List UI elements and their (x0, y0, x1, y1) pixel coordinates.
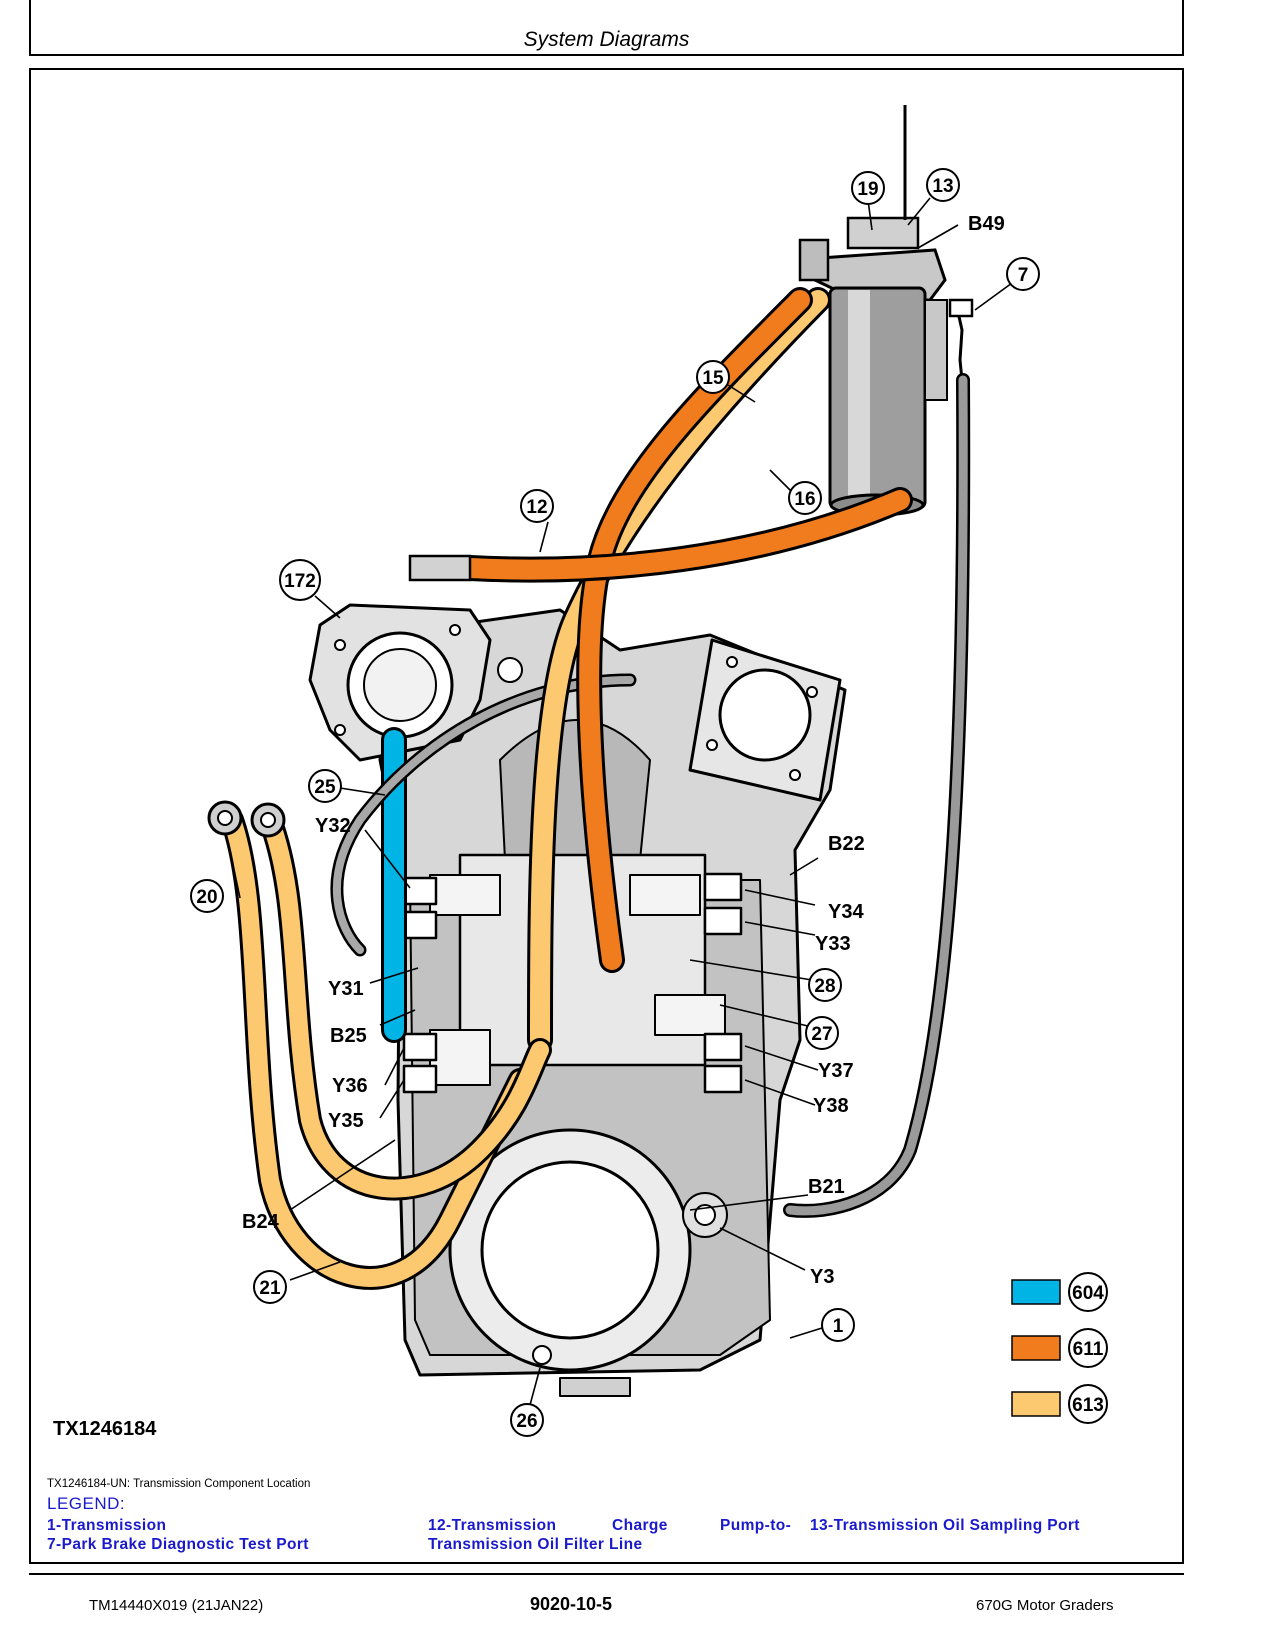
label-y33: Y33 (815, 933, 851, 955)
callout-20: 20 (190, 879, 224, 913)
svg-text:7: 7 (1018, 265, 1029, 286)
legend-item-1: 1-Transmission (47, 1517, 167, 1534)
svg-text:16: 16 (794, 489, 815, 510)
svg-text:19: 19 (857, 179, 878, 200)
legend-item-12-pump: Pump-to- (720, 1517, 792, 1534)
key-611: 611 (1073, 1339, 1104, 1360)
callout-19: 19 (851, 171, 885, 205)
svg-text:28: 28 (814, 976, 835, 997)
footer-manual-id: TM14440X019 (21JAN22) (89, 1597, 264, 1614)
svg-text:25: 25 (314, 777, 336, 798)
callout-7: 7 (1006, 257, 1040, 291)
callout-21: 21 (253, 1270, 287, 1304)
leader-lines (231, 197, 1013, 1406)
label-y34: Y34 (828, 901, 864, 923)
hoses (207, 287, 971, 1290)
label-y32: Y32 (315, 815, 351, 837)
svg-text:15: 15 (702, 368, 724, 389)
label-b22: B22 (828, 833, 865, 855)
callout-28: 28 (808, 968, 842, 1002)
oil-filter-assembly (798, 105, 974, 517)
footer-product: 670G Motor Graders (976, 1597, 1114, 1614)
callout-26: 26 (510, 1403, 544, 1437)
svg-text:12: 12 (526, 497, 547, 518)
page-title: System Diagrams (523, 28, 690, 51)
callouts: 19 13 7 15 16 12 172 25 20 21 26 1 28 27 (190, 168, 1040, 1437)
key-604: 604 (1072, 1283, 1104, 1304)
callout-15: 15 (696, 360, 730, 394)
svg-text:20: 20 (196, 887, 217, 908)
footer-page-number: 9020-10-5 (530, 1594, 613, 1614)
figure-frame (29, 68, 1184, 1564)
svg-text:172: 172 (284, 571, 316, 592)
label-y38: Y38 (813, 1095, 849, 1117)
transmission-housing (308, 603, 847, 1397)
legend-item-7: 7-Park Brake Diagnostic Test Port (47, 1536, 309, 1553)
svg-text:1: 1 (833, 1316, 844, 1337)
callout-172: 172 (279, 559, 321, 601)
figure-caption: TX1246184-UN: Transmission Component Loc… (47, 1478, 311, 1490)
label-y3: Y3 (810, 1266, 834, 1288)
label-b24: B24 (242, 1211, 280, 1233)
callout-1: 1 (821, 1308, 855, 1342)
page-header: System Diagrams (29, 0, 1184, 56)
svg-text:13: 13 (932, 176, 953, 197)
legend-heading: LEGEND: (47, 1494, 126, 1513)
component-labels: B49 B22 Y32 Y34 Y33 Y31 B25 Y36 Y35 Y37 … (242, 213, 1005, 1288)
svg-text:21: 21 (259, 1278, 281, 1299)
legend-item-13: 13-Transmission Oil Sampling Port (810, 1517, 1080, 1534)
figure-id: TX1246184 (53, 1418, 157, 1440)
callout-13: 13 (926, 168, 960, 202)
callout-12: 12 (520, 489, 554, 523)
swatch-613 (1011, 1391, 1061, 1417)
label-y36: Y36 (332, 1075, 368, 1097)
label-y37: Y37 (818, 1060, 854, 1082)
swatch-604 (1011, 1279, 1061, 1305)
legend-item-12: 12-Transmission (428, 1517, 557, 1534)
label-b49: B49 (968, 213, 1005, 235)
legend-item-12-charge: Charge (612, 1517, 668, 1534)
footer-divider (29, 1573, 1184, 1575)
color-key: 604 611 613 (1011, 1272, 1108, 1424)
callout-27: 27 (805, 1016, 839, 1050)
legend-item-12-line: Transmission Oil Filter Line (428, 1536, 643, 1553)
swatch-611 (1011, 1335, 1061, 1361)
svg-text:26: 26 (516, 1411, 537, 1432)
callout-25: 25 (308, 769, 342, 803)
label-b21: B21 (808, 1176, 845, 1198)
key-613: 613 (1072, 1395, 1104, 1416)
label-y31: Y31 (328, 978, 364, 1000)
callout-16: 16 (788, 481, 822, 515)
svg-text:27: 27 (811, 1024, 832, 1045)
label-b25: B25 (330, 1025, 367, 1047)
label-y35: Y35 (328, 1110, 364, 1132)
